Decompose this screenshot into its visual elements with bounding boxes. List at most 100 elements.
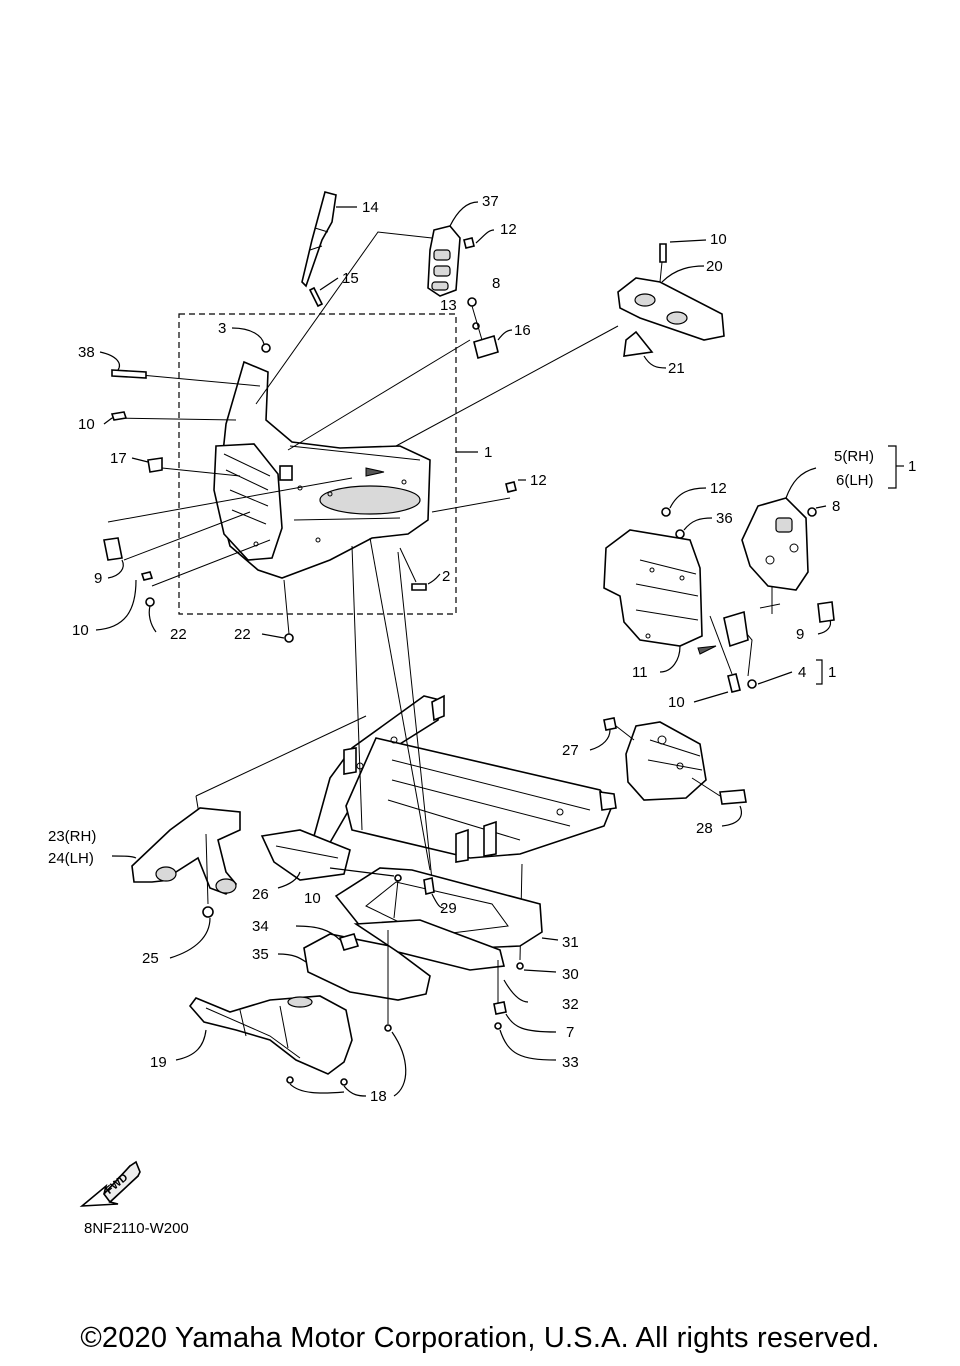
part-17-bolt: [131, 457, 163, 473]
callout-38: 38: [78, 344, 95, 361]
callout-9: 9: [94, 570, 102, 587]
part-16-bracket: [467, 297, 513, 360]
callout-5-rh: 5(RH): [834, 448, 874, 465]
part-15-pin: [308, 277, 339, 308]
part-9-grommet-left: [103, 537, 124, 579]
part-1-front-frame: [213, 360, 431, 579]
callout-37: 37: [482, 193, 499, 210]
callout-1: 1: [484, 444, 492, 461]
callout-1: 1: [908, 458, 916, 475]
callout-32: 32: [562, 996, 579, 1013]
part-34-clip: [295, 925, 360, 951]
callout-30: 30: [562, 966, 579, 983]
callout-31: 31: [562, 934, 579, 951]
part-20-plate: [617, 261, 725, 341]
part-10-bolt-top-right: [659, 239, 707, 263]
part-23-24-arm: [111, 807, 241, 905]
part-37-light: [427, 201, 479, 297]
bracket-1-lines: [816, 445, 904, 685]
part-2-screw: [399, 547, 441, 591]
part-30-bolt: [516, 962, 557, 973]
part-5-6-bracket: [741, 467, 817, 614]
part-10-bolt-right: [693, 615, 741, 703]
part-10-bolt-left: [103, 411, 128, 425]
part-11-housing: [603, 529, 717, 673]
fwd-arrow-icon: FWD: [79, 1160, 141, 1207]
callout-12: 12: [530, 472, 547, 489]
callout-10: 10: [304, 890, 321, 907]
part-26-bumper: [260, 829, 351, 889]
rear-bracket: [625, 721, 707, 801]
part-12-clip-top: [463, 229, 495, 249]
part-27-bolt: [589, 717, 635, 751]
callout-19: 19: [150, 1054, 167, 1071]
part-33-bolt: [494, 1022, 557, 1061]
callout-10: 10: [668, 694, 685, 711]
callout-10: 10: [710, 231, 727, 248]
assembly-leader-lines: [107, 231, 619, 587]
callout-1: 1: [828, 664, 836, 681]
part-22-bolt-left: [145, 597, 157, 633]
callout-26: 26: [252, 886, 269, 903]
callout-25: 25: [142, 950, 159, 967]
diagram-code: 8NF2110-W200: [84, 1220, 189, 1237]
part-22-bolt-bottom: [261, 579, 294, 643]
callout-36: 36: [716, 510, 733, 527]
part-9-grommet-right: [817, 601, 835, 635]
part-38-bolt: [99, 351, 147, 379]
callout-3: 3: [218, 320, 226, 337]
callout-23-rh: 23(RH): [48, 828, 96, 845]
callout-11: 11: [632, 664, 648, 681]
part-21-spacer: [623, 330, 667, 369]
callout-4: 4: [798, 664, 806, 681]
callout-12: 12: [500, 221, 517, 238]
part-8-bolt-right: [807, 505, 827, 517]
callout-24-lh: 24(LH): [48, 850, 94, 867]
callout-22: 22: [234, 626, 251, 643]
assembly-boundary: [178, 313, 457, 615]
part-19-guard: [175, 995, 353, 1075]
callout-8: 8: [832, 498, 840, 515]
part-7-nut: [493, 1001, 557, 1033]
callout-17: 17: [110, 450, 127, 467]
callout-18: 18: [370, 1088, 387, 1105]
part-18-bolts: [286, 930, 407, 1097]
part-3-screw: [231, 327, 271, 353]
part-4-screw: [723, 610, 793, 689]
part-10-bolt-skid: [329, 867, 402, 919]
callout-6-lh: 6(LH): [836, 472, 874, 489]
callout-35: 35: [252, 946, 269, 963]
callout-2: 2: [442, 568, 450, 585]
copyright-notice: ©2020 Yamaha Motor Corporation, U.S.A. A…: [80, 1322, 880, 1354]
callout-22: 22: [170, 626, 187, 643]
callout-8: 8: [492, 275, 500, 292]
part-36-nut: [675, 517, 713, 539]
callout-9: 9: [796, 626, 804, 643]
callout-13: 13: [440, 297, 457, 314]
callout-27: 27: [562, 742, 579, 759]
main-chassis: [313, 694, 617, 863]
callout-14: 14: [362, 199, 379, 216]
callout-20: 20: [706, 258, 723, 275]
part-14-panel: [301, 191, 357, 288]
callout-21: 21: [668, 360, 685, 377]
callout-34: 34: [252, 918, 269, 935]
callout-15: 15: [342, 270, 359, 287]
part-28-bolt: [691, 777, 747, 827]
callout-28: 28: [696, 820, 713, 837]
callout-10: 10: [72, 622, 89, 639]
part-25-nut: [169, 906, 214, 959]
part-32-plate: [353, 919, 529, 1004]
callout-10: 10: [78, 416, 95, 433]
part-12-clip-mid: [505, 479, 526, 493]
callout-16: 16: [514, 322, 531, 339]
part-29-bolt: [423, 877, 445, 909]
callout-29: 29: [440, 900, 457, 917]
part-10-bolt-lower-left: [95, 571, 154, 631]
part-12-nut-right: [661, 487, 707, 517]
callout-labels: 14 37 12 10 20 15 8 13 16 3 38 21 10 1 5…: [48, 193, 916, 1105]
callout-33: 33: [562, 1054, 579, 1071]
callout-7: 7: [566, 1024, 574, 1041]
callout-12: 12: [710, 480, 727, 497]
